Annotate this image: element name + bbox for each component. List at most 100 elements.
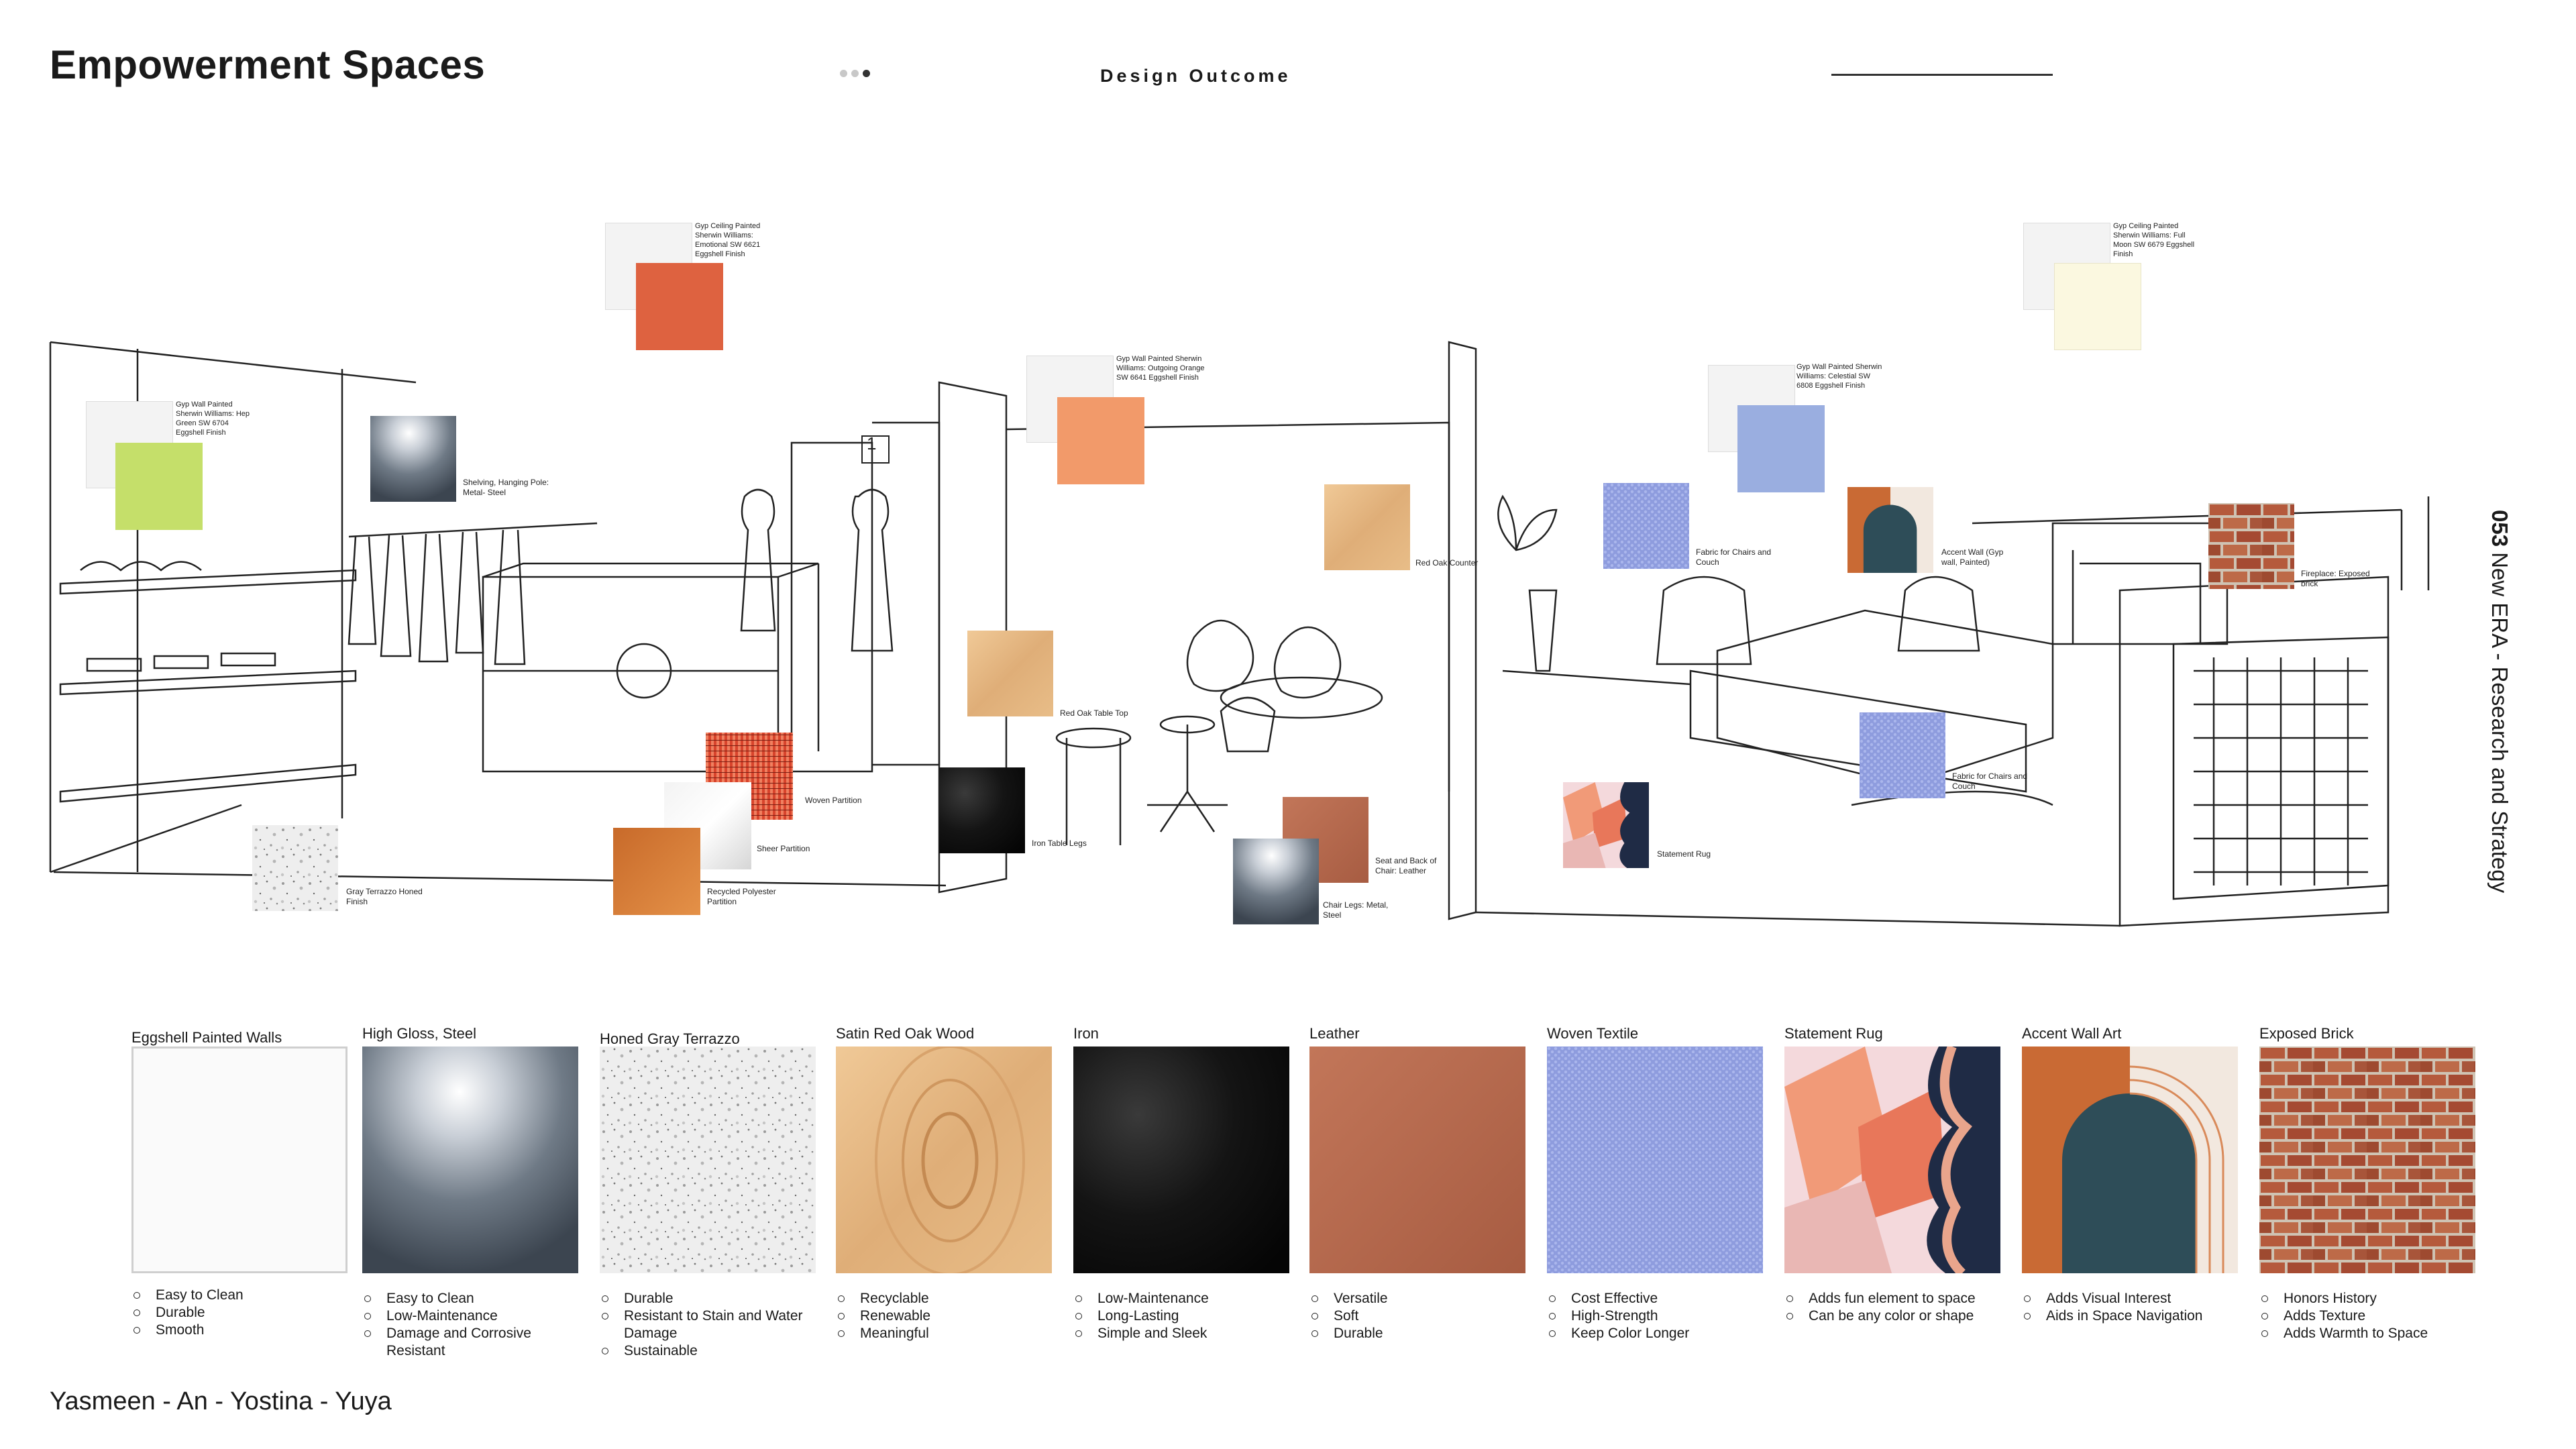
- material-card: Woven Textile Cost Effective High-Streng…: [1547, 1025, 1763, 1342]
- perspective-drawing: Gyp Wall Painted Sherwin Williams: Hep G…: [40, 215, 2442, 946]
- feature-list: Easy to Clean Durable Smooth: [131, 1287, 347, 1339]
- feature-item: Recyclable: [836, 1290, 1052, 1307]
- feature-item: Durable: [131, 1304, 347, 1322]
- material-title: Iron: [1073, 1025, 1099, 1042]
- material-title: High Gloss, Steel: [362, 1025, 476, 1042]
- label-recycled: Recycled Polyester Partition: [707, 887, 776, 906]
- page-number: 053: [2487, 510, 2512, 547]
- material-title: Satin Red Oak Wood: [836, 1025, 975, 1042]
- label-statement-rug: Statement Rug: [1657, 849, 1711, 859]
- label-red-oak-counter: Red Oak Counter: [1415, 558, 1479, 568]
- paint-swatch-emotional: [636, 263, 723, 350]
- label-red-oak-table: Red Oak Table Top: [1060, 708, 1128, 718]
- material-tile-steel: [362, 1046, 578, 1273]
- material-tile-brick: [2259, 1046, 2475, 1273]
- header-rule: [1831, 74, 2053, 76]
- material-title: Eggshell Painted Walls: [131, 1029, 282, 1046]
- feature-item: Meaningful: [836, 1325, 1052, 1342]
- swatch-red-oak-counter: [1324, 484, 1410, 570]
- feature-item: Low-Maintenance: [1073, 1290, 1289, 1307]
- paint-swatch-outgoing-orange: [1057, 397, 1144, 484]
- feature-item: Low-Maintenance: [362, 1307, 578, 1325]
- swatch-brick: [2208, 503, 2294, 589]
- feature-item: Renewable: [836, 1307, 1052, 1325]
- feature-item: Can be any color or shape: [1784, 1307, 2000, 1325]
- project-name: New ERA - Research and Strategy: [2487, 552, 2512, 894]
- feature-list: Adds fun element to space Can be any col…: [1784, 1290, 2000, 1325]
- feature-list: Low-Maintenance Long-Lasting Simple and …: [1073, 1290, 1289, 1342]
- label-terrazzo: Gray Terrazzo Honed Finish: [346, 887, 423, 906]
- label-chair-legs: Chair Legs: Metal, Steel: [1323, 900, 1389, 920]
- feature-item: Damage and Corrosive Resistant: [362, 1325, 578, 1360]
- feature-list: Versatile Soft Durable: [1309, 1290, 1525, 1342]
- feature-item: Simple and Sleek: [1073, 1325, 1289, 1342]
- material-tile-oak: [836, 1045, 1052, 1276]
- page-indicator: [840, 70, 870, 77]
- paint-note-celestial: Gyp Wall Painted Sherwin Williams: Celes…: [1796, 363, 1882, 390]
- swatch-terrazzo: [252, 825, 338, 911]
- paint-swatch-celestial: [1737, 405, 1825, 492]
- swatch-iron-legs: [939, 767, 1025, 853]
- feature-item: Cost Effective: [1547, 1290, 1763, 1307]
- swatch-statement-rug: [1563, 782, 1649, 868]
- section-label: Design Outcome: [1100, 66, 1291, 86]
- feature-list: Cost Effective High-Strength Keep Color …: [1547, 1290, 1763, 1342]
- material-tile-eggshell: [131, 1046, 347, 1273]
- feature-item: Easy to Clean: [131, 1287, 347, 1304]
- material-tile-rug: [1784, 1044, 2000, 1277]
- swatch-steel: [370, 416, 456, 502]
- material-tile-iron: [1073, 1046, 1289, 1273]
- material-card: Eggshell Painted Walls Easy to Clean Dur…: [131, 1025, 347, 1339]
- feature-item: Aids in Space Navigation: [2022, 1307, 2238, 1325]
- material-card: Satin Red Oak Wood Recyclable Renewable …: [836, 1025, 1052, 1342]
- swatch-accent-wall: [1847, 487, 1933, 573]
- paint-swatch-hep-green: [115, 443, 203, 530]
- label-fabric-2: Fabric for Chairs and Couch: [1952, 771, 2028, 791]
- label-sheer-partition: Sheer Partition: [757, 844, 810, 853]
- paint-note-emotional: Gyp Ceiling Painted Sherwin Williams: Em…: [695, 222, 761, 258]
- feature-item: Adds Visual Interest: [2022, 1290, 2238, 1307]
- feature-item: Resistant to Stain and Water Damage: [600, 1307, 816, 1342]
- feature-item: Keep Color Longer: [1547, 1325, 1763, 1342]
- feature-item: Honors History: [2259, 1290, 2475, 1307]
- material-title: Woven Textile: [1547, 1025, 1639, 1042]
- authors: Yasmeen - An - Yostina - Yuya: [50, 1387, 392, 1415]
- feature-list: Durable Resistant to Stain and Water Dam…: [600, 1290, 816, 1360]
- feature-item: Durable: [600, 1290, 816, 1307]
- room-number: 1: [867, 433, 877, 453]
- paint-swatch-full-moon: [2054, 263, 2141, 350]
- label-fabric-1: Fabric for Chairs and Couch: [1696, 547, 1772, 567]
- material-card: Iron Low-Maintenance Long-Lasting Simple…: [1073, 1025, 1289, 1342]
- label-accent-wall: Accent Wall (Gyp wall, Painted): [1941, 547, 2004, 567]
- paint-note-full-moon: Gyp Ceiling Painted Sherwin Williams: Fu…: [2113, 222, 2195, 258]
- paint-note-outgoing-orange: Gyp Wall Painted Sherwin Williams: Outgo…: [1116, 355, 1205, 382]
- material-title: Honed Gray Terrazzo: [600, 1030, 740, 1047]
- feature-list: Easy to Clean Low-Maintenance Damage and…: [362, 1290, 578, 1360]
- material-title: Exposed Brick: [2259, 1025, 2354, 1042]
- swatch-recycled-polyester: [613, 828, 700, 915]
- feature-item: Long-Lasting: [1073, 1307, 1289, 1325]
- feature-item: Smooth: [131, 1322, 347, 1339]
- label-shelving: Shelving, Hanging Pole: Metal- Steel: [463, 478, 549, 497]
- material-tile-leather: [1309, 1046, 1525, 1273]
- swatch-fabric-1: [1603, 483, 1689, 569]
- material-card: Accent Wall Art Adds Visual Interest Aid…: [2022, 1025, 2238, 1325]
- feature-item: Soft: [1309, 1307, 1525, 1325]
- material-tile-terrazzo: [600, 1046, 816, 1273]
- feature-item: Adds fun element to space: [1784, 1290, 2000, 1307]
- swatch-fabric-2: [1860, 712, 1945, 798]
- line-drawing: [49, 341, 2430, 927]
- feature-item: Durable: [1309, 1325, 1525, 1342]
- material-card: Statement Rug Adds fun element to space …: [1784, 1025, 2000, 1325]
- feature-item: High-Strength: [1547, 1307, 1763, 1325]
- label-iron-legs: Iron Table Legs: [1032, 839, 1087, 848]
- label-fireplace: Fireplace: Exposed brick: [2301, 569, 2370, 588]
- paint-note-hep-green: Gyp Wall Painted Sherwin Williams: Hep G…: [176, 400, 250, 437]
- label-seat: Seat and Back of Chair: Leather: [1375, 856, 1437, 875]
- material-tile-accent-art: [2022, 1046, 2238, 1273]
- page-dot: [851, 70, 859, 77]
- feature-list: Honors History Adds Texture Adds Warmth …: [2259, 1290, 2475, 1342]
- feature-item: Versatile: [1309, 1290, 1525, 1307]
- side-label: 053New ERA - Research and Strategy: [2487, 510, 2512, 893]
- material-card: Leather Versatile Soft Durable: [1309, 1025, 1525, 1342]
